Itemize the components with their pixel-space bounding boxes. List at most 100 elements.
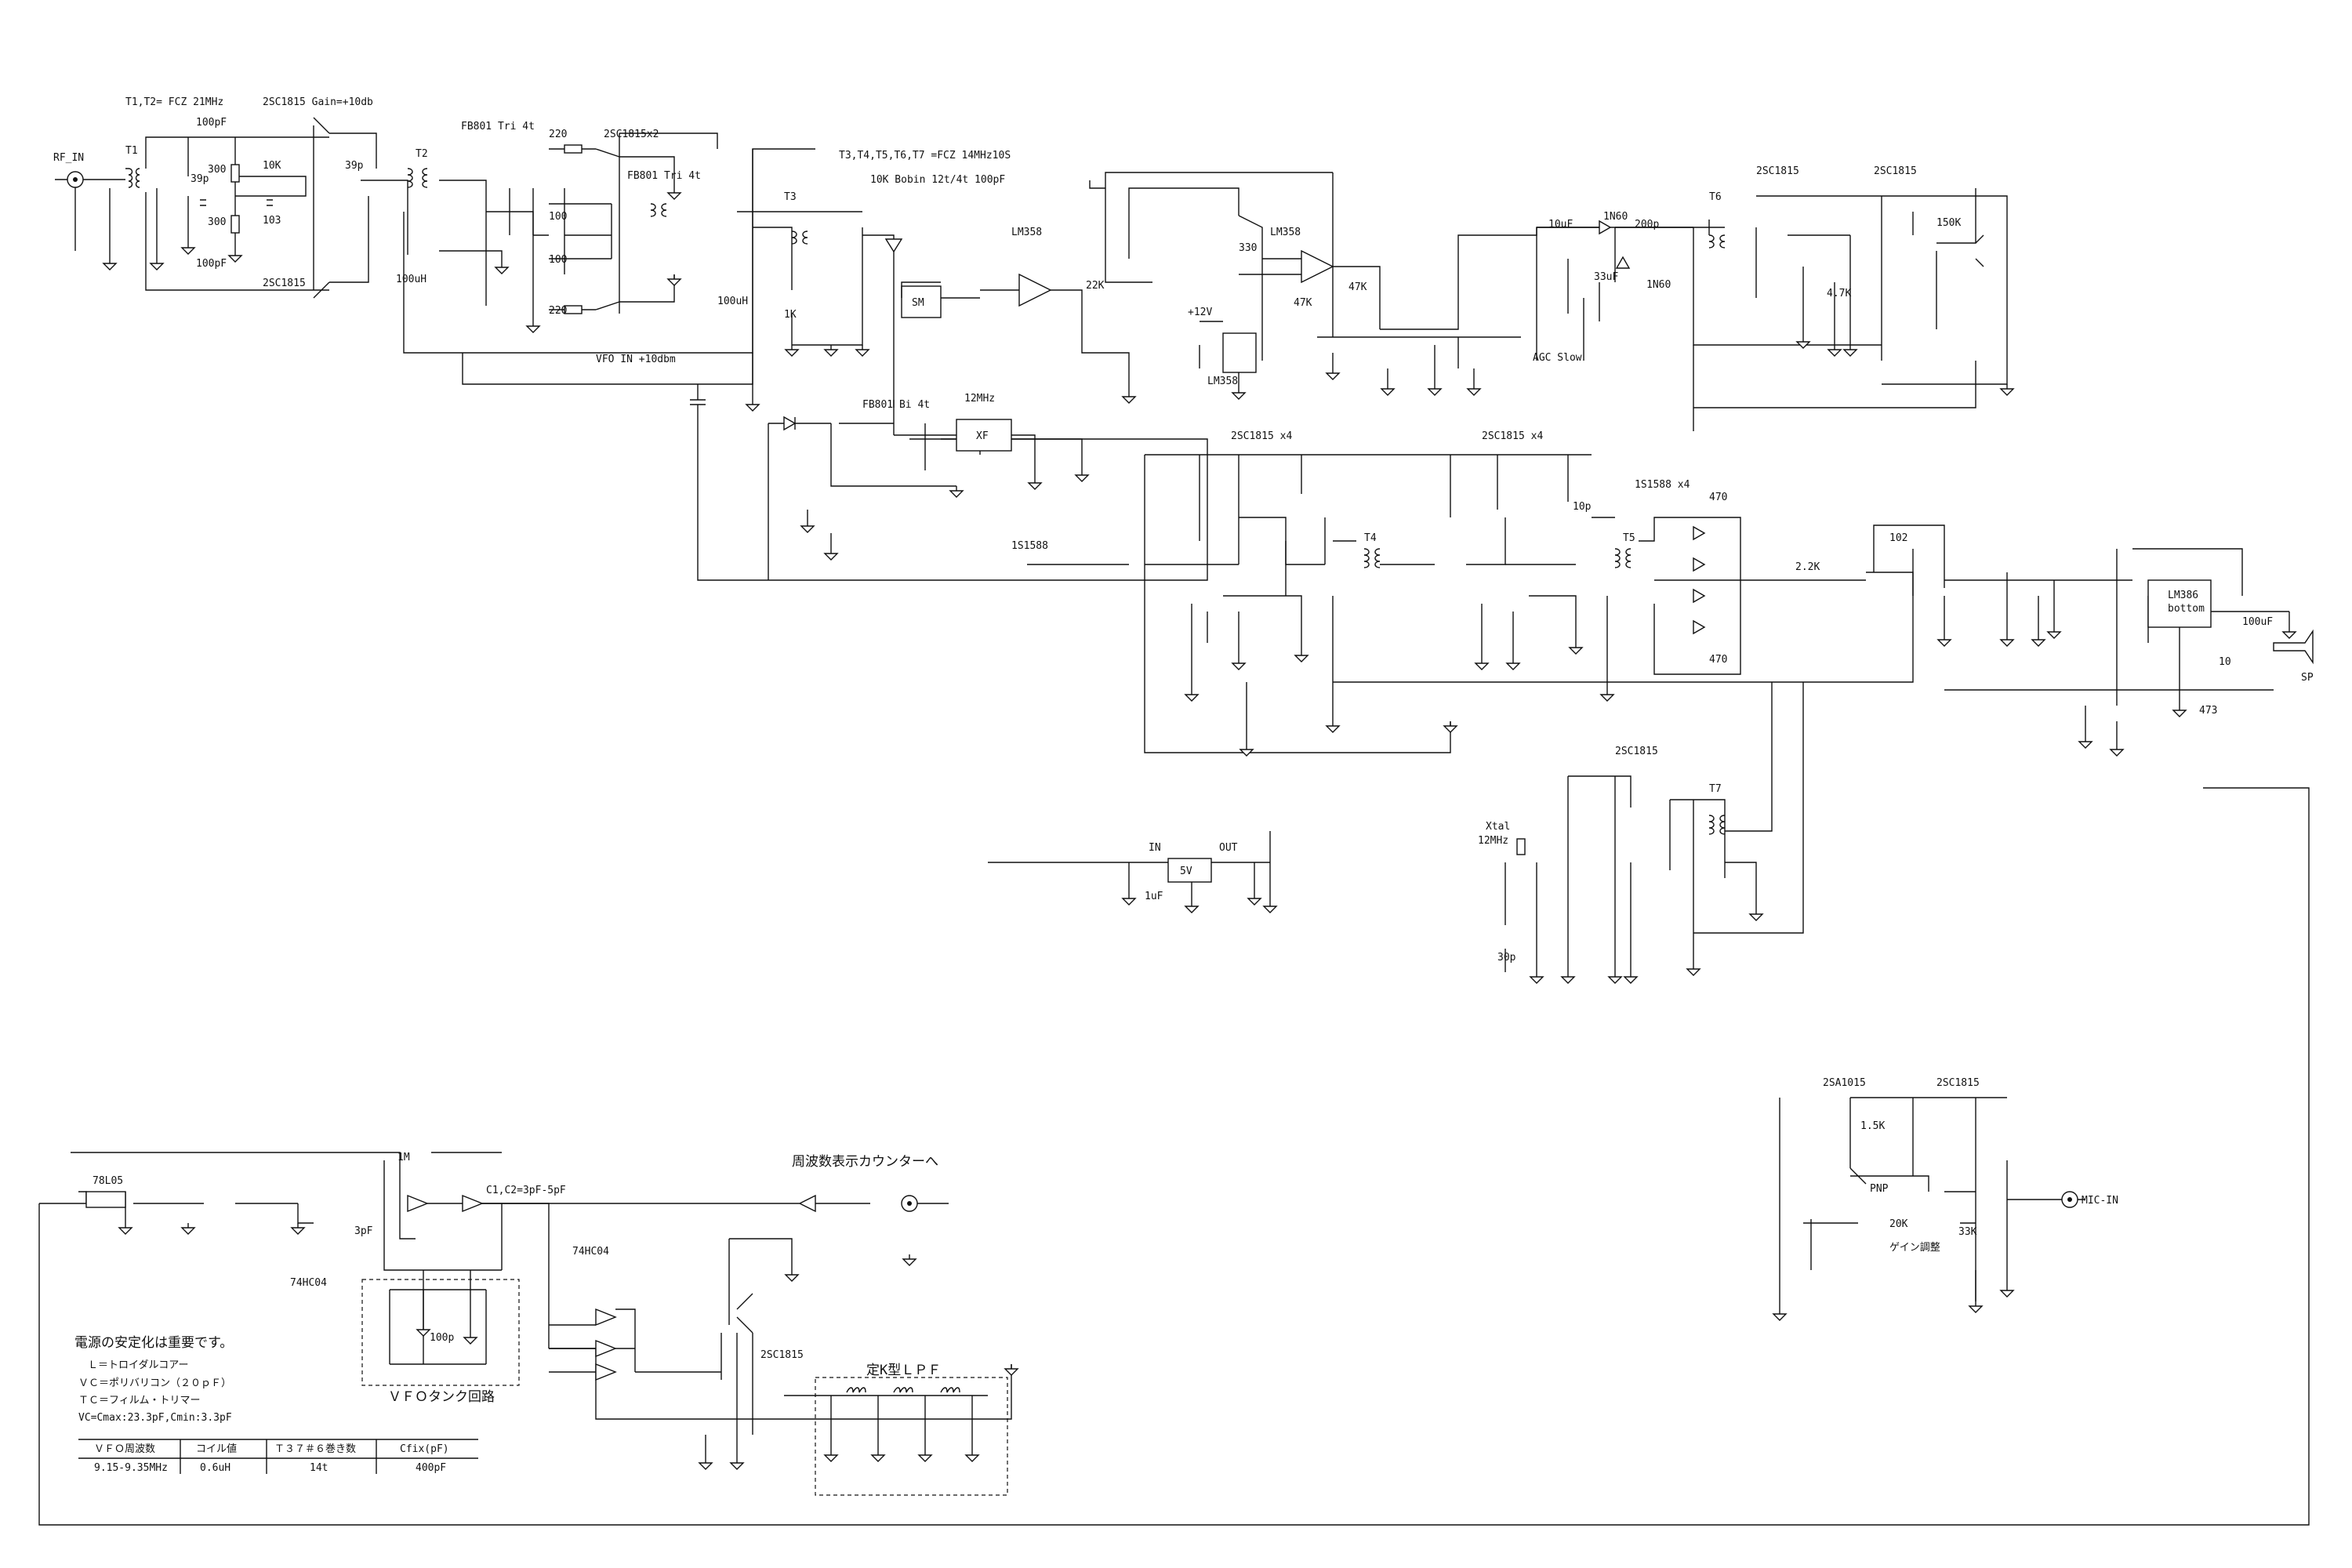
t3-label: T3 [784,191,797,203]
cap-10uf-label: 10uF [1548,219,1573,230]
fb801-bi-label: FB801 Bi 4t [862,399,930,411]
ground-symbol [666,188,682,200]
note-line-1: 電源の安定化は重要です。 [74,1335,233,1351]
vfo-buf-tr-label: 2SC1815 [760,1349,804,1361]
cap-100uf-label: 100uF [2242,616,2273,628]
t1-label: T1 [125,145,138,157]
table-cell-1: 9.15-9.35MHz [94,1462,168,1474]
lm358-b-label: LM358 [1270,227,1301,238]
table-header-3: Ｔ３７＃６巻き数 [274,1443,356,1455]
ground-symbol [1599,690,1615,702]
t3t7-note: T3,T4,T5,T6,T7 =FCZ 14MHz10S [839,150,1011,162]
ground-symbol [1999,1286,2015,1298]
ground-symbol [1121,894,1137,906]
ground-symbol [1466,384,1482,396]
ground-symbol [2046,627,2062,639]
bfo-tr-label: 2SC1815 [1615,746,1658,757]
ground-symbol [1748,909,1764,921]
ground-symbol [1325,721,1341,733]
ground-symbol [800,521,815,533]
ground-symbol [525,321,541,333]
ground-symbol [917,1450,933,1462]
table-cell-2: 0.6uH [200,1462,230,1474]
xf-freq-label: 12MHz [964,393,995,405]
diode-1n60-label: 1N60 [1603,211,1628,223]
mic-tr-b-label: 2SC1815 [1936,1077,1980,1089]
res-330-label: 330 [1239,242,1257,254]
ground-symbol [227,251,243,263]
ind-100uh-label: 100uH [396,274,426,285]
ground-symbol [855,345,870,357]
ground-symbol [1184,690,1200,702]
xf-label: XF [976,430,989,442]
xtal-freq-label: 12MHz [1478,835,1508,847]
res-150k-label: 150K [1936,217,1961,229]
cap-39p-label: 39p [191,173,209,185]
ground-symbol [745,400,760,412]
ground-symbol [1294,651,1309,662]
res-470-label: 470 [1709,492,1727,503]
xtal-label: Xtal [1486,821,1510,833]
ground-symbol [1795,337,1811,349]
ground-symbol [1427,384,1443,396]
regulator-out-label: OUT [1219,842,1238,854]
note-line-2: Ｌ＝トロイダルコアー [88,1359,188,1371]
cap-100pf-label: 100pF [196,117,227,129]
ground-symbol [118,1223,133,1235]
gain-adj-label: ゲイン調整 [1889,1242,1940,1254]
ground-symbol [102,259,118,270]
res-1m-label: 1M [397,1152,410,1163]
cap-3pf-label: 3pF [354,1225,373,1237]
res-1k-label: 1K [784,309,797,321]
ground-symbol [494,263,510,274]
ground-symbol [1999,384,2015,396]
plus12v-label: +12V [1188,307,1212,318]
ground-symbol [1074,470,1090,482]
counter-out-label: 周波数表示カウンターへ [792,1154,938,1170]
ground-symbol [1686,964,1701,976]
agc-slow-label: AGC Slow [1533,352,1582,364]
ground-symbol [149,259,165,270]
table-cell-3: 14t [310,1462,328,1474]
diode-1n60-label-2: 1N60 [1646,279,1671,291]
bobbin-note: 10K Bobin 12t/4t 100pF [870,174,1005,186]
table-cell-4: 400pF [416,1462,446,1474]
res-300-label-2: 300 [208,216,226,228]
lm386-label: LM386 [2168,590,2198,601]
ground-symbol [416,1325,431,1337]
diode-1s1588-label: 1S1588 [1011,540,1048,552]
res-1k5-label: 1.5K [1860,1120,1885,1132]
ground-symbol [823,345,839,357]
ground-symbol [784,1270,800,1282]
diodes-label: 1S1588 x4 [1635,479,1690,491]
mic-in-label: MIC-IN [2082,1195,2118,1207]
ground-symbol [1121,392,1137,404]
cap-39p-label-2: 39p [345,160,364,172]
cap-1uf-label: 1uF [1145,891,1163,902]
ground-symbol [2109,745,2125,757]
ground-symbol [902,1254,917,1266]
ground-symbol [1325,368,1341,380]
res-470-label-2: 470 [1709,654,1727,666]
res-300-label: 300 [208,164,226,176]
res-33k-label: 33K [1958,1226,1977,1238]
ground-symbol [2172,706,2187,717]
table-header-1: ＶＦＯ周波数 [94,1443,155,1455]
cap-100p-label: 100p [430,1332,454,1344]
ground-symbol [1443,721,1458,733]
cap-102-label: 102 [1889,532,1907,544]
res-20k-label: 20K [1889,1218,1908,1230]
res-220-label-2: 220 [549,305,567,317]
res-10-label: 10 [2219,656,2231,668]
ground-symbol [1474,659,1490,670]
ind-100uh-label-2: 100uH [717,296,748,307]
cap-103-label: 103 [263,215,281,227]
ground-symbol [1772,1309,1788,1321]
cap-33uf-label: 33uF [1594,271,1618,283]
bottom-label: bottom [2168,603,2205,615]
if-amp-a-label: 2SC1815 x4 [1231,430,1292,442]
ground-symbol [823,549,839,561]
ground-symbol [1004,1364,1019,1376]
ground-symbol [463,1333,478,1345]
ground-symbol [1999,635,2015,647]
